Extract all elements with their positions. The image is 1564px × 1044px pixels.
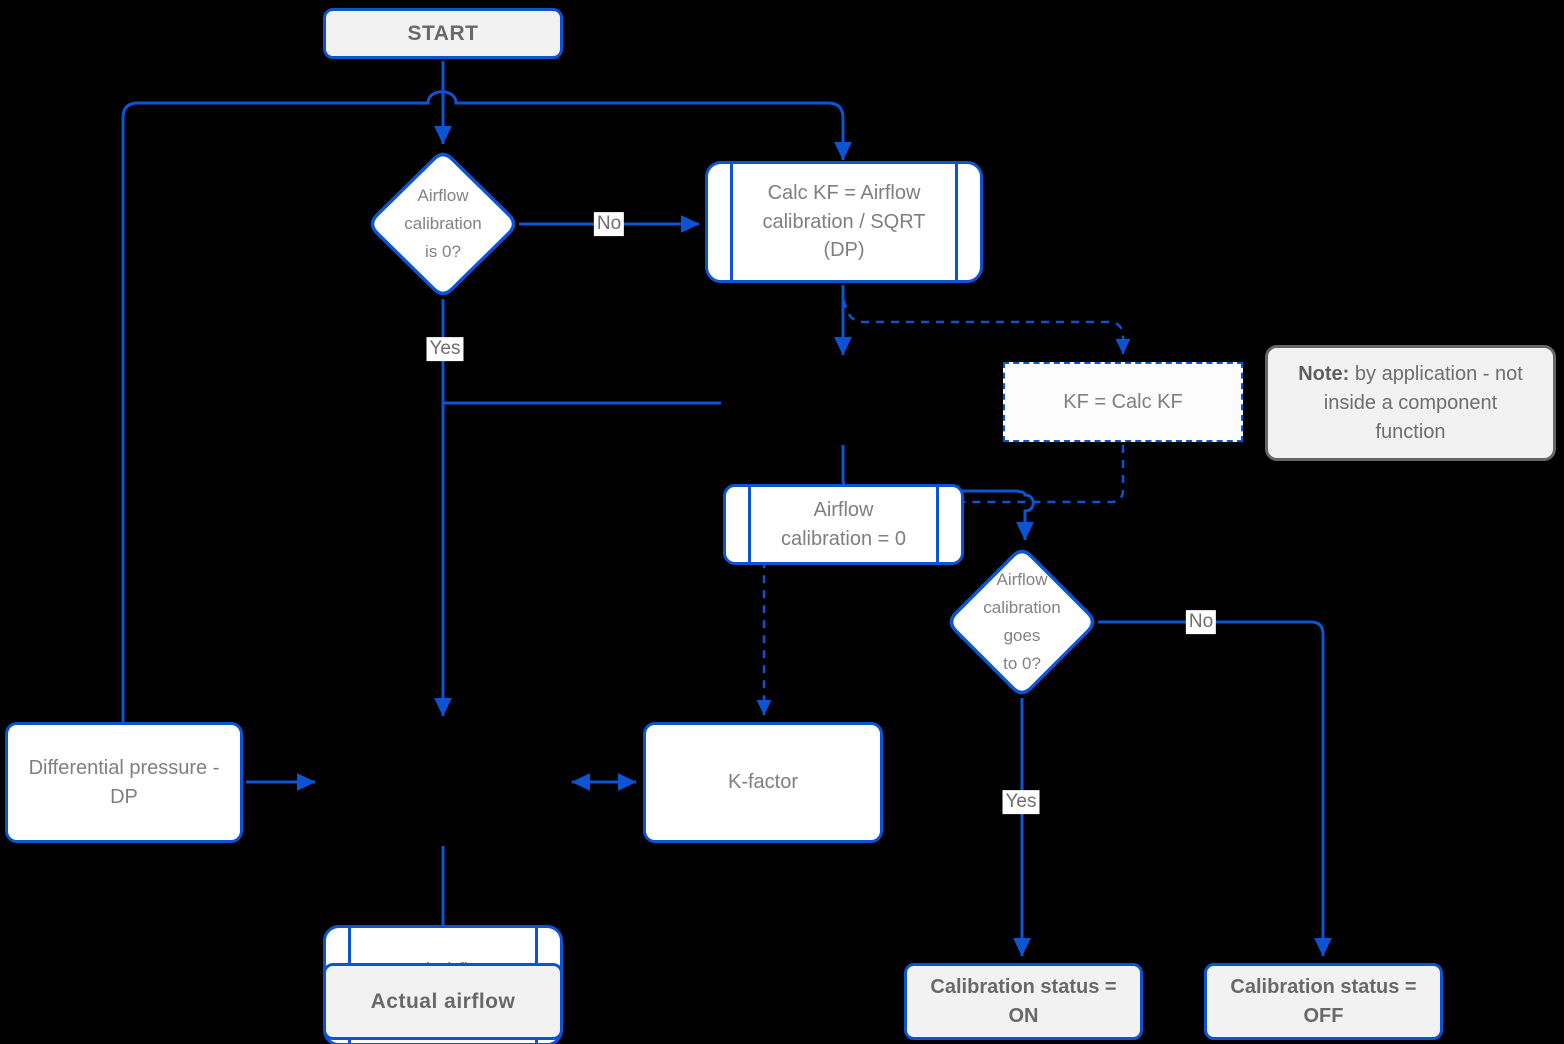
decision-airflow-calibration-is-0 bbox=[370, 152, 516, 296]
note-line3: function bbox=[1375, 420, 1446, 443]
node-k-factor-label: K-factor bbox=[727, 771, 799, 794]
node-k-factor: K-factor bbox=[643, 722, 883, 843]
node-kf-calc-kf-label: KF = Calc KF bbox=[1063, 390, 1183, 413]
subprocess-bar-icon bbox=[955, 164, 958, 280]
note-box: Note: by application - not inside a comp… bbox=[1265, 345, 1556, 461]
note-line2: inside a component bbox=[1323, 391, 1498, 414]
decision-airflow-calibration-goes-to-0 bbox=[949, 549, 1095, 695]
edge-label-yes-1: Yes bbox=[426, 337, 464, 361]
note-bold-prefix: Note: bbox=[1298, 362, 1350, 385]
node-calc-kf: Calc KF = Airflow calibration / SQRT (DP… bbox=[705, 161, 983, 283]
node-calibration-status-off: Calibration status = OFF bbox=[1204, 963, 1443, 1040]
decision2-label: Airflow calibration goes to 0? bbox=[983, 569, 1061, 674]
edge-calc-kf-to-kf-calc-kf-dashed bbox=[841, 284, 1131, 355]
edge-label-yes-2: Yes bbox=[1002, 790, 1040, 814]
node-airflow-calibration-0: Airflow calibration = 0 bbox=[723, 484, 964, 565]
edge-decision2-no-to-calibration-off bbox=[1098, 620, 1332, 957]
decision1-label: Airflow calibration is 0? bbox=[404, 185, 482, 262]
node-start: START bbox=[323, 8, 563, 59]
note-line1: by application - not bbox=[1349, 362, 1523, 385]
subprocess-bar-icon bbox=[936, 487, 939, 562]
node-actual-airflow-label: Actual airflow bbox=[370, 989, 516, 1013]
node-actual-airflow: Actual airflow bbox=[323, 963, 563, 1040]
node-differential-pressure: Differential pressure - DP bbox=[5, 722, 243, 843]
node-start-label: START bbox=[407, 21, 479, 45]
edge-label-no-2: No bbox=[1185, 610, 1217, 634]
edge-label-no-1: No bbox=[593, 212, 625, 236]
subprocess-bar-icon bbox=[748, 487, 751, 562]
node-kf-calc-kf: KF = Calc KF bbox=[1003, 362, 1243, 442]
subprocess-bar-icon bbox=[730, 164, 733, 280]
node-calibration-status-on: Calibration status = ON bbox=[904, 963, 1143, 1040]
